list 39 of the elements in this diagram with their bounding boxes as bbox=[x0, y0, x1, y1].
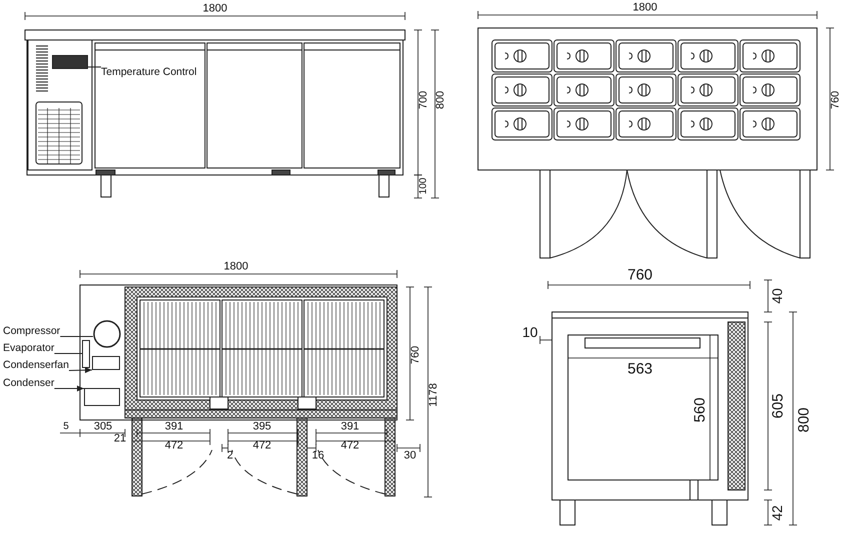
dimension-label: 16 bbox=[312, 450, 324, 462]
dimension-label: 10 bbox=[522, 325, 538, 339]
part-label: Condenser bbox=[3, 378, 54, 388]
dimension-label: 21 bbox=[114, 434, 126, 444]
dimension-label: 391 bbox=[164, 422, 184, 432]
dimension-label: 1800 bbox=[632, 2, 658, 14]
dimension-label: 800 bbox=[436, 90, 446, 110]
dimension-label: 1800 bbox=[202, 4, 228, 14]
part-label: Compressor bbox=[3, 326, 60, 336]
part-label: Evaporator bbox=[3, 343, 54, 354]
dimension-label: 760 bbox=[830, 90, 841, 110]
dimension-label: 760 bbox=[410, 346, 422, 364]
dimension-label: 40 bbox=[770, 288, 784, 304]
dimension-label: 30 bbox=[404, 450, 416, 462]
part-label: Temperature Control bbox=[101, 67, 197, 78]
leader-line bbox=[54, 353, 82, 354]
leader-line bbox=[68, 367, 92, 374]
dimension-label: 2 bbox=[226, 450, 234, 462]
dimension-label: 1800 bbox=[224, 262, 248, 272]
dimension-label: 391 bbox=[340, 422, 360, 432]
dimension-label: 605 bbox=[770, 393, 786, 419]
dimension-label: 760 bbox=[627, 268, 653, 282]
dimension-label: 5 bbox=[63, 422, 69, 432]
dimension-label: 305 bbox=[94, 422, 112, 432]
dimension-label: 1178 bbox=[428, 383, 440, 407]
dimension-label: 472 bbox=[164, 440, 184, 452]
leader-line bbox=[60, 336, 94, 337]
part-label: Condenserfan bbox=[3, 360, 69, 370]
leader-line bbox=[54, 386, 84, 392]
dimension-label: 472 bbox=[252, 440, 272, 452]
dimension-label: 395 bbox=[252, 422, 272, 432]
dimension-label: 563 bbox=[627, 362, 653, 376]
dimension-label: 472 bbox=[340, 440, 360, 452]
dimension-label: 560 bbox=[692, 397, 708, 423]
dimension-label: 700 bbox=[418, 90, 430, 110]
dimension-label: 800 bbox=[796, 407, 812, 433]
leader-line bbox=[88, 66, 102, 68]
dimension-label: 42 bbox=[770, 505, 784, 521]
dimension-label: 100 bbox=[419, 178, 429, 194]
